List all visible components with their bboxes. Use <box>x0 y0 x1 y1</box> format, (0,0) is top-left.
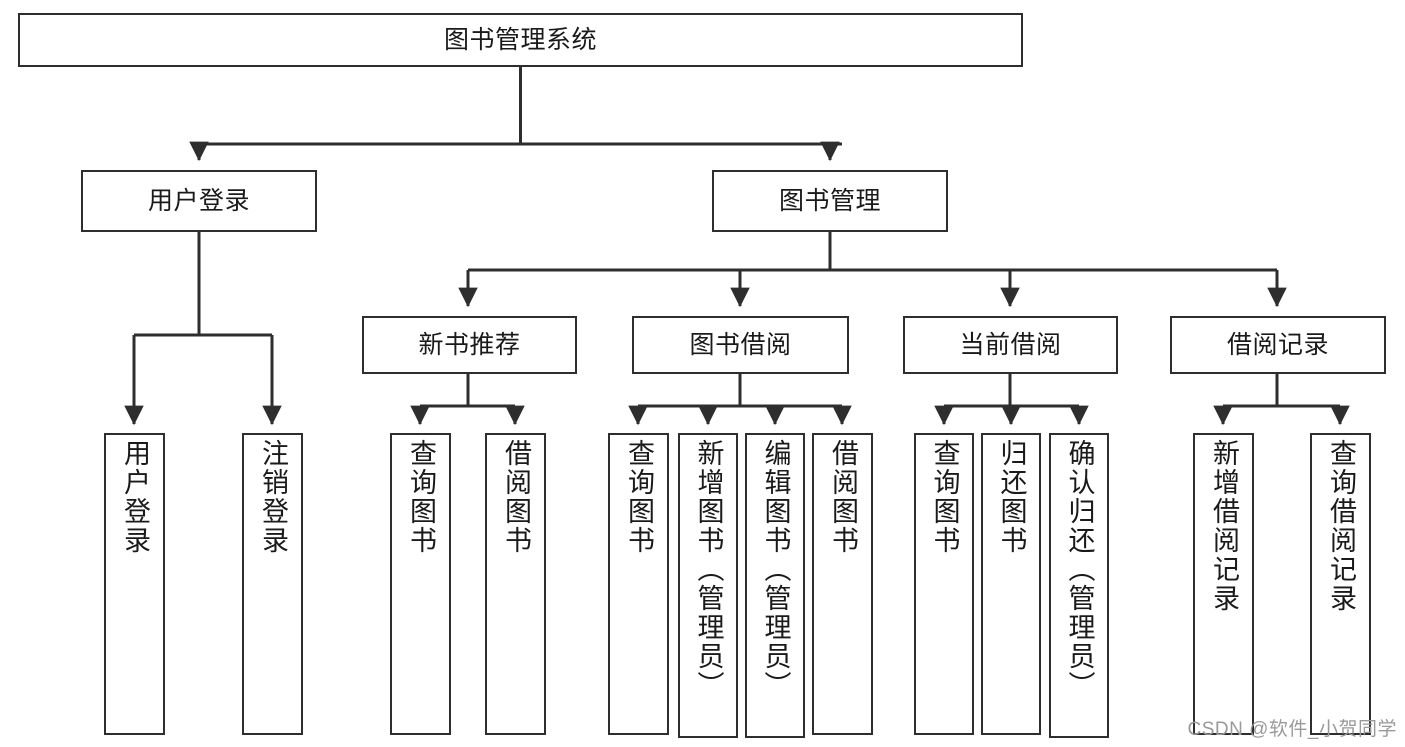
node-label: 新书推荐 <box>418 330 521 359</box>
node-label: 图书管理 <box>778 186 881 215</box>
node-leaf-borrow-book[interactable]: 借阅图书 <box>812 433 873 735</box>
node-root-library-management-system[interactable]: 图书管理系统 <box>18 13 1023 67</box>
node-leaf-add-borrow-record[interactable]: 新增借阅记录 <box>1193 433 1254 735</box>
node-label: 归还图书 <box>996 439 1027 555</box>
node-leaf-confirm-return-admin[interactable]: 确认归还（管理员） <box>1049 433 1109 738</box>
watermark-csdn: CSDN @软件_小贺同学 <box>1187 719 1397 740</box>
node-book-management[interactable]: 图书管理 <box>712 170 948 232</box>
node-user-login[interactable]: 用户登录 <box>81 170 317 232</box>
node-current-borrow[interactable]: 当前借阅 <box>903 316 1118 374</box>
node-leaf-query-book-recommend[interactable]: 查询图书 <box>390 433 451 735</box>
node-leaf-query-book-borrow[interactable]: 查询图书 <box>608 433 669 735</box>
node-label: 查询借阅记录 <box>1326 439 1356 613</box>
node-label: 当前借阅 <box>959 330 1062 359</box>
node-label: 注销登录 <box>258 439 288 555</box>
node-book-borrow[interactable]: 图书借阅 <box>632 316 849 374</box>
node-label: 借阅记录 <box>1226 330 1329 359</box>
node-label: 新增借阅记录 <box>1209 439 1239 613</box>
node-label: 编辑图书（管理员） <box>760 439 791 700</box>
node-leaf-add-book-admin[interactable]: 新增图书（管理员） <box>678 433 738 738</box>
node-leaf-logout[interactable]: 注销登录 <box>242 433 303 735</box>
node-leaf-query-borrow-record[interactable]: 查询借阅记录 <box>1310 433 1371 735</box>
node-label: 查询图书 <box>929 439 960 555</box>
node-leaf-query-book-current[interactable]: 查询图书 <box>914 433 974 735</box>
node-label: 确认归还（管理员） <box>1064 439 1095 700</box>
node-leaf-borrow-book-recommend[interactable]: 借阅图书 <box>485 433 546 735</box>
node-leaf-user-login[interactable]: 用户登录 <box>104 433 165 735</box>
node-label: 新增图书（管理员） <box>693 439 724 700</box>
node-label: 图书管理系统 <box>443 25 597 54</box>
node-new-book-recommend[interactable]: 新书推荐 <box>362 316 577 374</box>
node-label: 查询图书 <box>624 439 654 555</box>
node-label: 用户登录 <box>120 439 150 555</box>
node-label: 查询图书 <box>406 439 436 555</box>
node-label: 借阅图书 <box>828 439 858 555</box>
node-label: 借阅图书 <box>501 439 531 555</box>
node-label: 图书借阅 <box>689 330 792 359</box>
node-borrow-record[interactable]: 借阅记录 <box>1170 316 1386 374</box>
node-leaf-return-book[interactable]: 归还图书 <box>981 433 1041 735</box>
node-label: 用户登录 <box>147 186 250 215</box>
node-leaf-edit-book-admin[interactable]: 编辑图书（管理员） <box>745 433 805 738</box>
